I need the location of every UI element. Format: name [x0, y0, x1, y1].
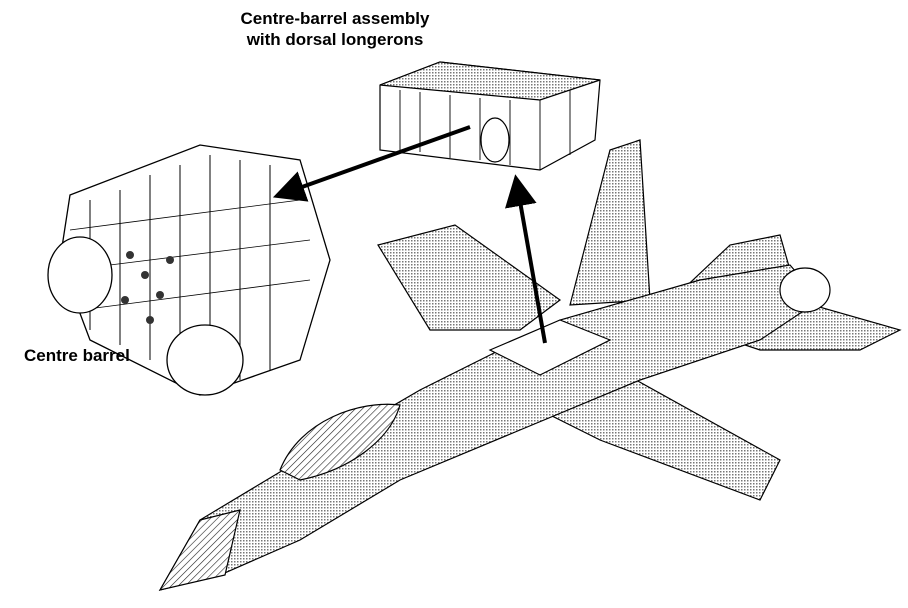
intake-duct-right	[166, 324, 244, 396]
dorsal-panel	[488, 319, 612, 376]
nose-radome	[158, 509, 241, 591]
aircraft-drawing	[158, 139, 902, 591]
engine-nozzle	[779, 267, 831, 313]
assembly-label-line1: Centre-barrel assembly	[240, 9, 430, 28]
canopy	[279, 403, 401, 481]
assembly-label-line2: with dorsal longerons	[246, 30, 424, 49]
arrow-to-assembly	[505, 174, 547, 344]
centre-barrel-drawing	[47, 144, 331, 396]
assembly-drawing	[379, 61, 601, 171]
centre-barrel-label: Centre barrel	[24, 346, 130, 365]
intake-duct-left	[47, 236, 113, 314]
assembly-label: Centre-barrel assembly with dorsal longe…	[205, 8, 465, 50]
fin-left	[569, 139, 651, 306]
arrow-to-centre-barrel	[272, 125, 471, 202]
